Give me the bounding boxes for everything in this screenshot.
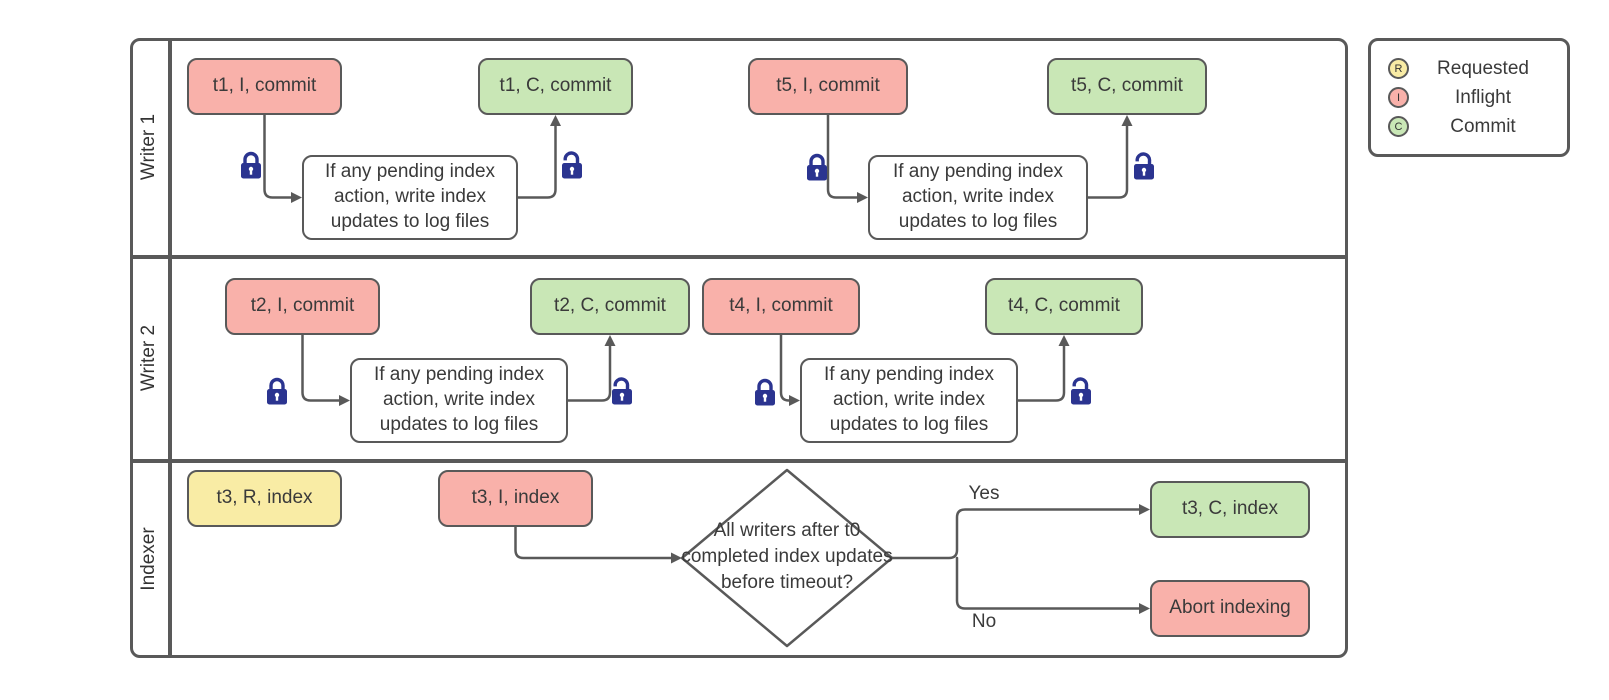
arrowhead — [291, 192, 302, 203]
node-t4-inflight: t4, I, commit — [702, 278, 860, 335]
lock-open-icon — [610, 377, 634, 407]
arrowhead — [1121, 115, 1133, 126]
legend: R Requested I Inflight C Commit — [1368, 38, 1570, 157]
lane-divider-1 — [131, 255, 1347, 259]
legend-swatch-commit: C — [1388, 116, 1409, 137]
legend-swatch-inflight: I — [1388, 87, 1409, 108]
lane-header-separator — [168, 40, 172, 656]
process-note-w2-right: If any pending index action, write index… — [800, 358, 1018, 443]
legend-label-inflight: Inflight — [1455, 86, 1511, 108]
connector — [263, 113, 293, 199]
edge-label-no: No — [971, 611, 997, 632]
connector — [301, 333, 341, 402]
connector — [566, 344, 612, 402]
legend-item-commit: C Commit — [1388, 115, 1557, 138]
legend-label-requested: Requested — [1437, 57, 1529, 79]
node-t3-commit: t3, C, index — [1150, 481, 1310, 538]
process-note-w1-left: If any pending index action, write index… — [302, 155, 518, 240]
connector — [1086, 124, 1129, 199]
legend-swatch-requested: R — [1388, 58, 1409, 79]
lock-open-icon — [560, 151, 584, 181]
lock-open-icon — [1132, 152, 1156, 182]
connector — [826, 113, 859, 199]
node-t3-requested: t3, R, index — [187, 470, 342, 527]
arrowhead — [1139, 504, 1150, 515]
connector — [779, 333, 791, 402]
connectors — [263, 113, 1141, 610]
lock-closed-icon — [265, 377, 289, 407]
node-t2-commit: t2, C, commit — [530, 278, 690, 335]
process-note-w2-left: If any pending index action, write index… — [350, 358, 568, 443]
connector-yes — [890, 508, 1141, 560]
connector — [1016, 344, 1066, 402]
lock-closed-icon — [753, 378, 777, 408]
lock-open-icon — [1069, 377, 1093, 407]
legend-item-requested: R Requested — [1388, 57, 1557, 80]
arrowhead — [789, 395, 800, 406]
decision-diamond — [680, 468, 894, 648]
arrowhead — [550, 115, 561, 126]
node-t5-inflight: t5, I, commit — [748, 58, 908, 115]
lane-divider-2 — [131, 459, 1347, 463]
node-t1-commit: t1, C, commit — [478, 58, 633, 115]
edge-label-yes: Yes — [968, 483, 1000, 504]
connector — [516, 124, 557, 199]
node-t1-inflight: t1, I, commit — [187, 58, 342, 115]
arrowhead — [339, 395, 350, 406]
arrowhead — [857, 192, 868, 203]
legend-item-inflight: I Inflight — [1388, 86, 1557, 109]
node-t3-inflight: t3, I, index — [438, 470, 593, 527]
node-t2-inflight: t2, I, commit — [225, 278, 380, 335]
arrowheads — [291, 115, 1150, 614]
process-note-w1-right: If any pending index action, write index… — [868, 155, 1088, 240]
connector-no — [955, 556, 1141, 610]
node-t5-commit: t5, C, commit — [1047, 58, 1207, 115]
node-t4-commit: t4, C, commit — [985, 278, 1143, 335]
connector — [514, 525, 673, 560]
arrowhead — [604, 335, 616, 346]
arrowhead — [1058, 335, 1070, 346]
node-abort-indexing: Abort indexing — [1150, 580, 1310, 637]
lock-closed-icon — [805, 153, 829, 183]
decision-diamond-label: All writers after t0 completed index upd… — [681, 520, 893, 594]
arrowhead — [671, 552, 682, 564]
legend-label-commit: Commit — [1450, 115, 1516, 137]
lock-closed-icon — [239, 151, 263, 181]
arrowhead — [1139, 603, 1150, 614]
